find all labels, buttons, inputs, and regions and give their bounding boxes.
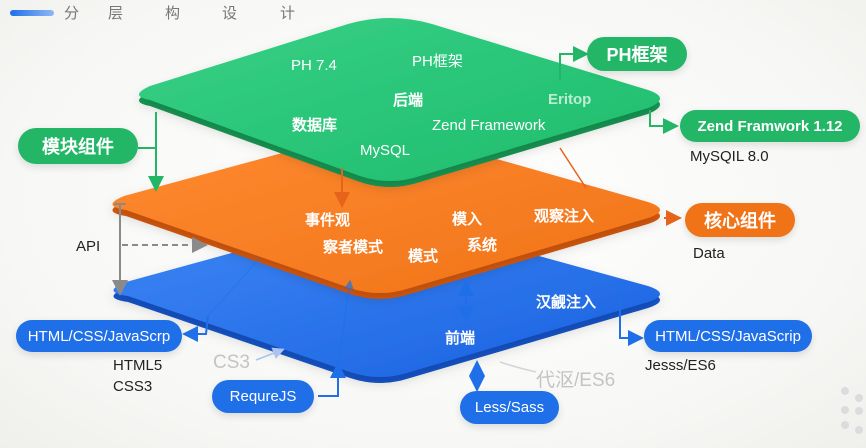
zend-arrow: [649, 110, 679, 134]
title-char: 设: [222, 4, 238, 22]
title-char: 构: [165, 4, 181, 22]
title-char: 计: [280, 4, 296, 22]
css3-text: CSS3: [113, 378, 153, 395]
data-label: Data: [693, 245, 725, 262]
css3-ghost-arrow: [255, 347, 285, 361]
requirejs-callout[interactable]: RequreJS: [212, 380, 314, 413]
es6-ghost-text: 代沤/ES6: [536, 370, 616, 391]
less-sass-callout[interactable]: Less/Sass: [460, 391, 559, 424]
mysql-version-text: MySQIL 8.0: [690, 148, 769, 165]
php-framework-label: PH框架: [412, 53, 463, 70]
requirejs-to-core-link: [337, 279, 354, 367]
html5-text: HTML5: [113, 357, 163, 374]
module-component-callout[interactable]: 模块组件: [18, 128, 138, 164]
pattern-label: 模式: [408, 248, 439, 265]
backend-layer-diamond: [139, 18, 660, 187]
title-char: 层: [108, 4, 124, 22]
title-char: 分: [64, 4, 80, 22]
jesss-es6-text: Jesss/ES6: [645, 357, 716, 374]
event-observer-label-2: 察者模式: [323, 239, 384, 256]
core-layer-diamond: [112, 134, 661, 299]
module-in-label: 模入: [452, 211, 483, 228]
api-label: API: [76, 238, 101, 255]
system-label: 系统: [467, 237, 498, 254]
php-framework-callout[interactable]: PH框架: [587, 37, 687, 71]
html-left-arrow: [182, 315, 209, 342]
title-accent-bar: [10, 10, 54, 16]
observer-link: [559, 147, 587, 189]
zend-version-callout[interactable]: Zend Framwork 1.12: [680, 110, 860, 142]
zend-framework-label: Zend Framework: [432, 117, 546, 134]
html-css-js-left-callout[interactable]: HTML/CSS/JavaScrp: [16, 320, 182, 352]
html-css-js-right-callout[interactable]: HTML/CSS/JavaScrip: [644, 320, 812, 352]
requirejs-arrow: [318, 362, 346, 397]
database-label: 数据库: [292, 117, 338, 134]
html-left-link: [207, 257, 261, 317]
php-version-label: PH 7.4: [291, 57, 337, 74]
html-right-arrow: [619, 284, 644, 346]
core-component-callout[interactable]: 核心组件: [685, 203, 795, 237]
css3-ghost-text: CS3: [213, 352, 250, 373]
observe-inject-label: 观察注入: [534, 208, 595, 225]
backend-label: 后端: [393, 92, 424, 109]
watermark-label: Eritop: [548, 91, 592, 108]
mysql-label: MySQL: [360, 142, 411, 159]
inject-label: 汉觎注入: [536, 294, 597, 311]
php-framework-arrow: [559, 46, 589, 80]
frontend-label: 前端: [445, 330, 476, 347]
es6-ghost-link: [499, 361, 537, 373]
event-observer-label-1: 事件观: [305, 212, 351, 229]
